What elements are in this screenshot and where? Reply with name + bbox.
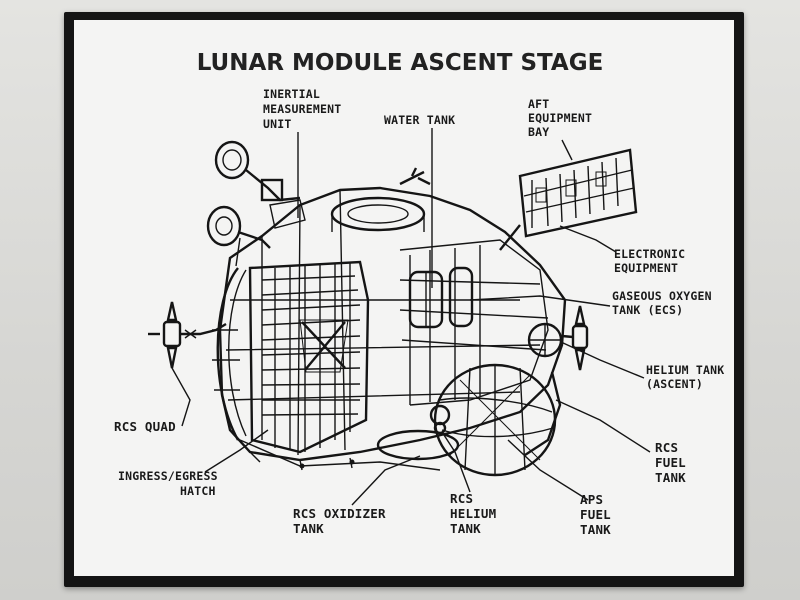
plaque-panel: [74, 20, 734, 576]
svg-text:TANK: TANK: [450, 521, 481, 536]
aft-equipment-rack: [499, 148, 638, 251]
rcs-quad-left: [148, 301, 227, 369]
svg-text:TANK (ECS): TANK (ECS): [612, 303, 683, 317]
svg-text:INGRESS/EGRESS: INGRESS/EGRESS: [118, 469, 218, 483]
label-rcs-fuel-tank: RCS FUEL TANK: [655, 440, 686, 485]
svg-text:ELECTRONIC: ELECTRONIC: [614, 247, 685, 261]
label-ingress-egress-hatch: INGRESS/EGRESS HATCH: [118, 469, 218, 498]
svg-text:RCS QUAD: RCS QUAD: [114, 419, 176, 434]
ascent-stage-illustration: [148, 140, 638, 477]
svg-text:RCS OXIDIZER: RCS OXIDIZER: [293, 506, 386, 521]
svg-text:RCS: RCS: [655, 440, 678, 455]
label-aps-fuel-tank: APS FUEL TANK: [580, 492, 611, 537]
svg-text:TANK: TANK: [655, 470, 686, 485]
svg-text:AFT: AFT: [528, 97, 549, 111]
callout-leaders: [171, 128, 651, 506]
label-aft-equipment-bay: AFT EQUIPMENT BAY: [528, 97, 592, 139]
plaque-title: LUNAR MODULE ASCENT STAGE: [197, 50, 604, 76]
rendezvous-antenna: [206, 140, 306, 267]
svg-text:MEASUREMENT: MEASUREMENT: [263, 102, 341, 116]
svg-text:TANK: TANK: [293, 521, 324, 536]
label-helium-tank-ascent: HELIUM TANK (ASCENT): [646, 363, 724, 391]
svg-text:APS: APS: [580, 492, 603, 507]
svg-text:INERTIAL: INERTIAL: [263, 87, 320, 101]
svg-text:FUEL: FUEL: [580, 507, 611, 522]
label-gaseous-oxygen-tank: GASEOUS OXYGEN TANK (ECS): [612, 289, 712, 317]
svg-text:GASEOUS OXYGEN: GASEOUS OXYGEN: [612, 289, 712, 303]
label-rcs-quad: RCS QUAD: [114, 419, 176, 434]
svg-text:EQUIPMENT: EQUIPMENT: [614, 261, 678, 275]
svg-text:BAY: BAY: [528, 125, 549, 139]
svg-text:FUEL: FUEL: [655, 455, 686, 470]
svg-text:HELIUM TANK: HELIUM TANK: [646, 363, 724, 377]
svg-text:RCS: RCS: [450, 491, 473, 506]
rcs-quad-right: [561, 305, 589, 371]
svg-text:HATCH: HATCH: [180, 484, 216, 498]
label-water-tank: WATER TANK: [384, 113, 455, 127]
label-rcs-helium-tank: RCS HELIUM TANK: [450, 491, 496, 536]
svg-text:UNIT: UNIT: [263, 117, 292, 131]
label-imu: INERTIAL MEASUREMENT UNIT: [263, 87, 341, 131]
svg-text:TANK: TANK: [580, 522, 611, 537]
label-electronic-equipment: ELECTRONIC EQUIPMENT: [614, 247, 685, 275]
svg-text:HELIUM: HELIUM: [450, 506, 496, 521]
svg-text:EQUIPMENT: EQUIPMENT: [528, 111, 592, 125]
label-rcs-oxidizer-tank: RCS OXIDIZER TANK: [293, 506, 386, 536]
svg-text:WATER TANK: WATER TANK: [384, 113, 455, 127]
svg-text:(ASCENT): (ASCENT): [646, 377, 703, 391]
